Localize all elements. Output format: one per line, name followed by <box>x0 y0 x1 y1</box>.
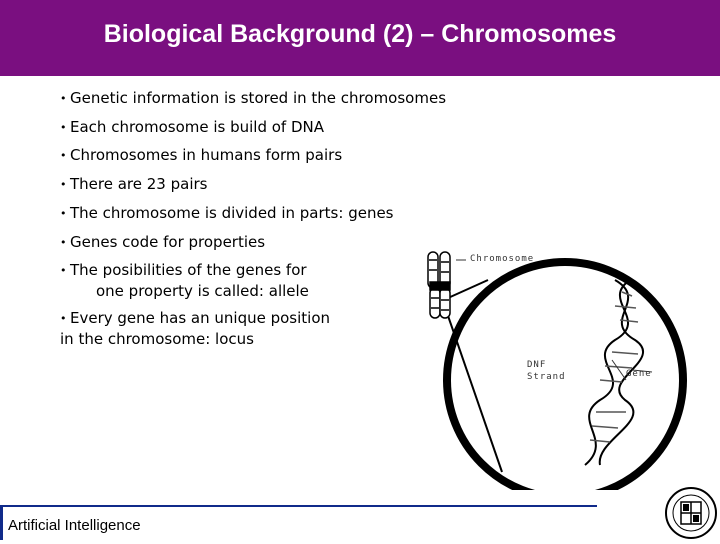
bullet-item: •The chromosome is divided in parts: gen… <box>60 204 394 222</box>
zoom-line-bottom <box>445 309 503 473</box>
zoom-line-top <box>447 279 489 299</box>
bullet-item: •Genetic information is stored in the ch… <box>60 89 447 107</box>
chromosome-label: Chromosome <box>470 254 535 264</box>
bullet-item: •Each chromosome is build of DNA <box>60 118 325 136</box>
chromosome-illustration: Chromosome DNF Strand Gene <box>400 240 700 502</box>
chromosome-dna-diagram <box>427 251 687 502</box>
dna-strand-label-2: Strand <box>527 372 566 382</box>
gene-leader <box>611 359 627 381</box>
footer-text: Artificial Intelligence <box>8 517 141 534</box>
dna-strand-label-1: DNF <box>527 360 547 370</box>
university-seal-logo <box>664 486 718 544</box>
dna-rungs <box>589 291 639 443</box>
bullet-item: •There are 23 pairs <box>60 175 208 193</box>
bullet-item: •Chromosomes in humans form pairs <box>60 146 343 164</box>
title-bar <box>0 0 720 76</box>
slide-title: Biological Background (2) – Chromosomes <box>103 20 617 48</box>
chromosome-shape <box>427 251 451 319</box>
gene-label: Gene <box>626 369 652 379</box>
footer-left-rule <box>0 506 3 540</box>
footer-rule <box>0 505 597 507</box>
bullet-item: •Genes code for properties <box>60 233 266 251</box>
dna-helix <box>584 279 644 466</box>
